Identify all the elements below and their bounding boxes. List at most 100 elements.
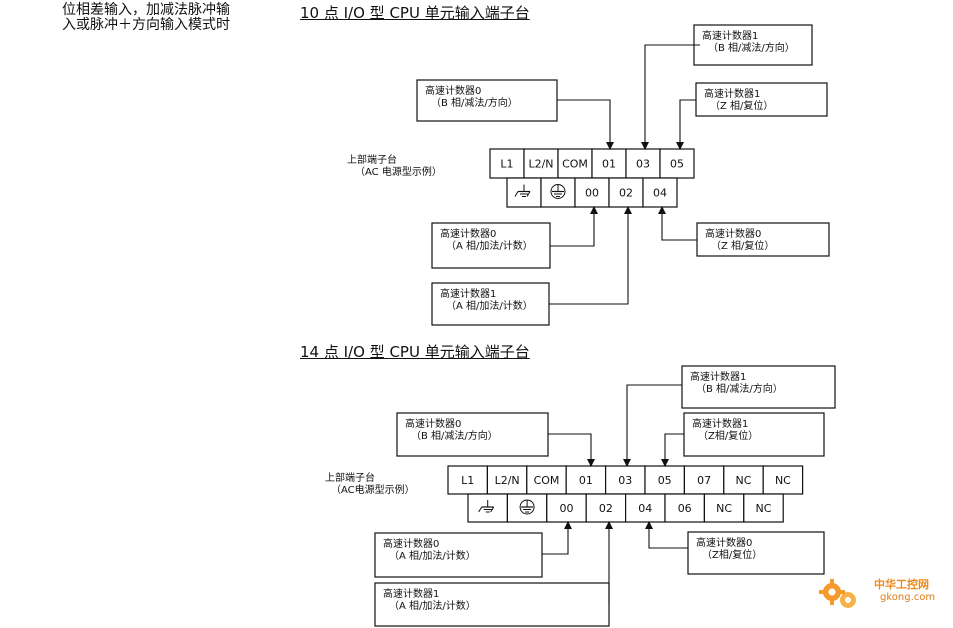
gear-icon: [819, 579, 856, 608]
terminal-cell-lower: 06: [664, 493, 706, 523]
protective-ground-icon: [550, 184, 566, 199]
callout-box: 高速计数器0（A 相/加法/计数）: [431, 222, 551, 269]
terminal-label: 06: [678, 502, 692, 515]
terminal-label: 03: [636, 158, 650, 171]
callout-text: 高速计数器1: [440, 287, 496, 300]
terminal-label: 05: [658, 474, 672, 487]
callout-text: 高速计数器0: [696, 536, 752, 549]
callout-text: （B 相/减法/方向）: [431, 96, 518, 109]
terminal-cell-upper: L1: [489, 148, 525, 179]
callout-text: 高速计数器1: [702, 29, 758, 42]
callout-box: 高速计数器0（A 相/加法/计数）: [374, 532, 543, 578]
callout-text: 高速计数器0: [383, 537, 439, 550]
callout-wire: [641, 44, 700, 150]
callout-text: （B 相/减法/方向）: [411, 429, 498, 442]
terminal-cell-lower: [467, 493, 509, 523]
terminal-label: COM: [534, 474, 560, 487]
callout-text: 高速计数器0: [440, 227, 496, 240]
callout-box: 高速计数器1（Z相/复位）: [683, 412, 825, 457]
callout-wire: [550, 206, 598, 247]
callout-wire: [542, 521, 572, 555]
terminal-label: 03: [618, 474, 632, 487]
terminal-side-label: 上部端子台: [347, 153, 397, 166]
functional-ground-icon: [478, 500, 495, 513]
terminal-label: 04: [653, 187, 667, 200]
callout-wire: [658, 206, 697, 241]
callout-text: （A 相/加法/计数）: [446, 239, 533, 252]
callout-box: 高速计数器0（Z 相/复位）: [696, 222, 830, 257]
terminal-label: 00: [585, 187, 599, 200]
callout-box: 高速计数器1（A 相/加法/计数）: [431, 282, 550, 326]
terminal-cell-upper: 05: [644, 465, 686, 495]
watermark-site: gkong.com: [880, 592, 936, 603]
callout-box: 高速计数器0（Z相/复位）: [687, 531, 825, 575]
terminal-cell-lower: [506, 177, 542, 208]
callout-wire: [661, 433, 684, 467]
terminal-cell-upper: 01: [591, 148, 627, 179]
terminal-cell-upper: COM: [557, 148, 593, 179]
terminal-cell-upper: L1: [447, 465, 489, 495]
terminal-cell-upper: 03: [604, 465, 646, 495]
callout-text: （A 相/加法/计数）: [389, 549, 476, 562]
callout-box: 高速计数器0（B 相/减法/方向）: [416, 79, 558, 122]
callout-wire: [645, 521, 688, 549]
callout-text: 高速计数器0: [425, 84, 481, 97]
callout-text: （Z相/复位）: [702, 548, 762, 561]
terminal-cell-lower: 04: [624, 493, 666, 523]
terminal-cell-upper: 07: [683, 465, 725, 495]
terminal-cell-lower: [506, 493, 548, 523]
terminal-label: 07: [697, 474, 711, 487]
terminal-label: L2/N: [528, 158, 553, 171]
section-heading-14pt: 14 点 I/O 型 CPU 单元输入端子台: [300, 343, 530, 361]
callout-wire: [549, 206, 632, 305]
callout-box: 高速计数器1（A 相/加法/计数）: [374, 582, 610, 627]
terminal-label: NC: [775, 474, 791, 487]
terminal-label: L1: [461, 474, 474, 487]
callout-text: （A 相/加法/计数）: [446, 299, 533, 312]
terminal-label: 05: [670, 158, 684, 171]
terminal-side-label: （AC电源型示例）: [331, 483, 415, 496]
callout-wire: [557, 99, 614, 150]
watermark-logo: 中华工控网 gkong.com: [818, 574, 948, 614]
terminal-label: 01: [602, 158, 616, 171]
callout-box: 高速计数器1（B 相/减法/方向）: [681, 365, 836, 409]
terminal-label: 01: [579, 474, 593, 487]
terminal-cell-upper: L2/N: [523, 148, 559, 179]
terminal-label: 02: [599, 502, 613, 515]
terminal-cell-upper: L2/N: [486, 465, 528, 495]
terminal-label: 04: [638, 502, 652, 515]
terminal-label: 02: [619, 187, 633, 200]
callout-text: 高速计数器0: [405, 417, 461, 430]
callout-text: （B 相/减法/方向）: [696, 382, 783, 395]
terminal-cell-upper: COM: [526, 465, 567, 495]
intro-text: 位相差输入，加减法脉冲输 入或脉冲＋方向输入模式时: [62, 3, 277, 33]
intro-line-1: 位相差输入，加减法脉冲输: [62, 2, 230, 18]
terminal-cell-upper: 01: [565, 465, 607, 495]
callout-text: （B 相/减法/方向）: [708, 41, 795, 54]
callout-box: 高速计数器0（B 相/减法/方向）: [396, 412, 549, 457]
terminal-cell-upper: 03: [625, 148, 661, 179]
terminal-cell-lower: [540, 177, 576, 208]
callout-text: 高速计数器1: [383, 587, 439, 600]
terminal-label: COM: [562, 158, 588, 171]
terminal-cell-lower: 00: [546, 493, 587, 523]
callout-text: 高速计数器1: [690, 370, 746, 383]
terminal-label: 00: [560, 502, 574, 515]
terminal-label: NC: [716, 502, 732, 515]
terminal-side-label: （AC 电源型示例）: [355, 165, 442, 178]
watermark-brand: 中华工控网: [874, 578, 929, 591]
terminal-cell-upper: NC: [723, 465, 764, 495]
terminal-label: NC: [756, 502, 772, 515]
functional-ground-icon: [514, 184, 531, 197]
terminal-cell-lower: NC: [703, 493, 745, 523]
callout-text: （Z 相/复位）: [711, 239, 774, 252]
callout-box: 高速计数器1（B 相/减法/方向）: [693, 24, 813, 66]
terminal-cell-lower: 04: [642, 177, 678, 208]
terminal-label: L2/N: [495, 474, 520, 487]
callout-text: 高速计数器1: [704, 87, 760, 100]
callout-wire: [676, 99, 696, 150]
terminal-cell-lower: NC: [743, 493, 784, 523]
